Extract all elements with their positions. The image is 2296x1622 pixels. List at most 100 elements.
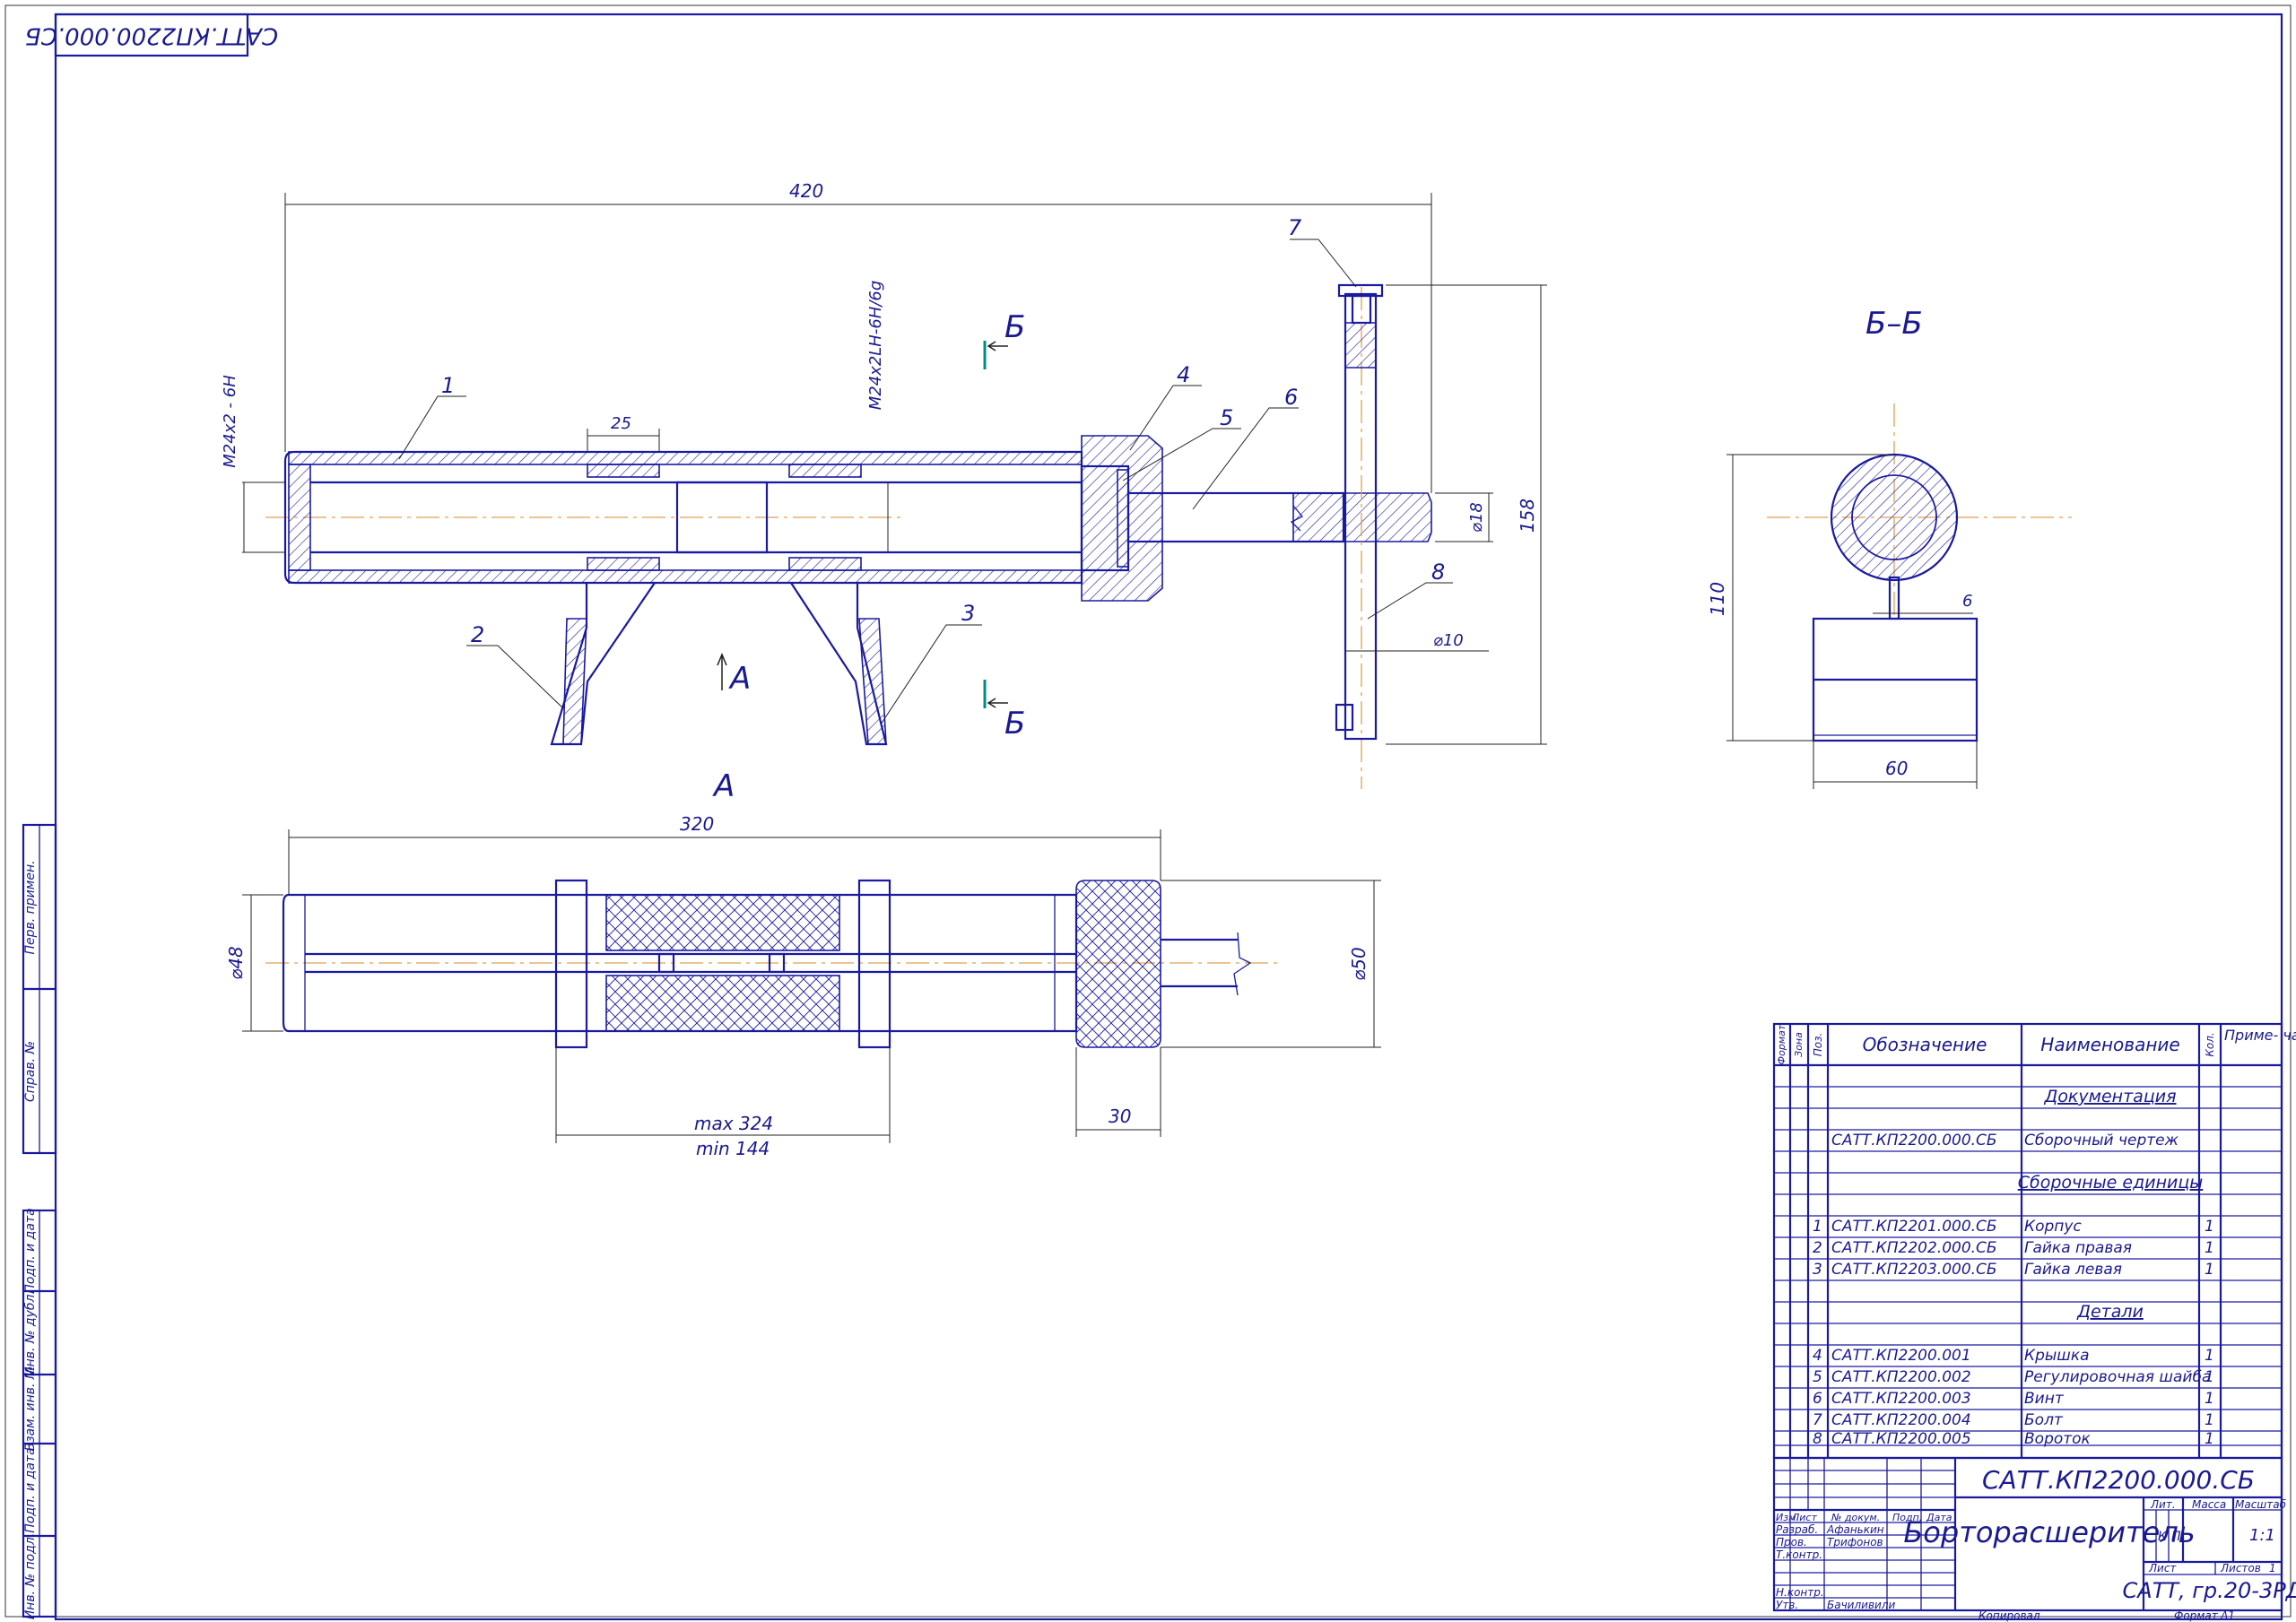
spec-row-qty: 1 [2205, 1261, 2214, 1279]
side-label-first-use: Перв. примен. [23, 860, 38, 954]
tb-scale-label: Масштаб [2235, 1498, 2287, 1511]
view-arrow-letter: А [728, 661, 751, 697]
top-stamp-code: САТТ.КП2200.000.СБ [25, 22, 278, 49]
spec-row-name: Гайка правая [2024, 1239, 2132, 1257]
tb-role-name: Афанькин [1826, 1523, 1884, 1536]
spec-section-assembly: Сборочные единицы [2018, 1173, 2204, 1193]
tb-lit-value-2: П [2171, 1530, 2181, 1544]
dim-diam-48: ⌀48 [225, 946, 247, 980]
side-label-ref-no: Справ. № [23, 1041, 38, 1102]
dim-diam-50: ⌀50 [1348, 947, 1370, 981]
balloon-8: 8 [1431, 559, 1445, 585]
dim-overall-length: 420 [789, 180, 823, 202]
balloon-4: 4 [1177, 362, 1190, 387]
tb-scale-value: 1:1 [2249, 1526, 2275, 1545]
spec-row-designation: САТТ.КП2200.005 [1831, 1430, 1971, 1448]
side-label-orig-inv: Инв. № подл. [23, 1533, 38, 1620]
title-product-name: Борторасшеритель [1903, 1515, 2195, 1549]
side-label-sign-date-1: Подп. и дата [23, 1208, 38, 1293]
spec-header-format: Формат [1776, 1024, 1787, 1064]
spec-table: Формат Зона Поз. Обозначение Наименовани… [1772, 1022, 2296, 1460]
tb-col-docnum: № докум. [1831, 1512, 1880, 1523]
dim-width-60: 60 [1885, 758, 1908, 779]
tb-sheets-value: 1 [2269, 1562, 2276, 1574]
balloon-3: 3 [961, 601, 975, 626]
side-label-repl-inv: Взам. инв. № [23, 1366, 38, 1451]
section-bb-view: Б–Б 110 60 6 [1707, 306, 2072, 789]
spec-row-qty: 1 [2205, 1239, 2214, 1257]
tb-col-date: Дата [1926, 1512, 1952, 1523]
title-block: САТТ.КП2200.000.СБ Борторасшеритель САТТ… [1772, 1456, 2296, 1622]
tb-col-sign: Подп. [1892, 1512, 1922, 1523]
balloon-6: 6 [1284, 385, 1298, 410]
spec-row-qty: 1 [2205, 1411, 2214, 1429]
balloon-7: 7 [1288, 215, 1302, 240]
balloon-2: 2 [471, 622, 484, 647]
spec-header-zone: Зона [1793, 1032, 1805, 1057]
sheet-frame [4, 4, 2292, 1621]
spec-section-documentation: Документация [2043, 1087, 2176, 1106]
spec-section-parts: Детали [2076, 1302, 2144, 1322]
dim-diam-18: ⌀18 [1467, 502, 1486, 533]
tb-format-label: Формат [2174, 1609, 2219, 1622]
balloon-5: 5 [1220, 405, 1233, 430]
dim-thread-left: M24x2 - 6H [221, 375, 239, 468]
tb-role-name: Трифонов [1827, 1536, 1883, 1548]
spec-row-name: Крышка [2024, 1347, 2090, 1365]
tb-sheet-label: Лист [2148, 1562, 2177, 1574]
spec-row-designation: САТТ.КП2200.002 [1831, 1368, 1971, 1386]
spec-row-qty: 1 [2205, 1368, 2214, 1386]
dim-width-25: 25 [611, 414, 631, 433]
spec-row-designation: САТТ.КП2201.000.СБ [1831, 1218, 1997, 1236]
spec-row-name: Винт [2024, 1390, 2065, 1408]
spec-row-qty: 1 [2205, 1430, 2214, 1448]
spec-row-pos: 5 [1813, 1368, 1822, 1386]
spec-row-qty: 1 [2205, 1390, 2214, 1408]
spec-row-qty: 1 [2205, 1218, 2214, 1236]
spec-row-pos: 8 [1813, 1430, 1822, 1448]
tb-role: Т.контр. [1776, 1548, 1822, 1561]
tb-format-value: A1 [2220, 1609, 2235, 1622]
tb-lit-label: Лит. [2150, 1498, 2176, 1511]
spec-header-designation: Обозначение [1863, 1034, 1987, 1055]
main-view: Б Б А 420 25 M24x2 - 6H M24x2LH-6H/6g 15… [221, 180, 1547, 789]
spec-row-name: Болт [2024, 1411, 2064, 1429]
title-designation: САТТ.КП2200.000.СБ [1982, 1465, 2255, 1495]
spec-header-qty: Кол. [2204, 1032, 2216, 1056]
spec-doc-name: Сборочный чертеж [2024, 1132, 2179, 1149]
spec-assembly-rows: 1 САТТ.КП2201.000.СБ Корпус 1 2 САТТ.КП2… [1813, 1218, 2214, 1279]
side-strip: Перв. примен. Справ. № Подп. и дата Инв.… [22, 823, 57, 1620]
balloon-1: 1 [441, 373, 455, 398]
spec-header-pos: Поз. [1812, 1033, 1824, 1057]
tb-col-list: Лист [1791, 1512, 1817, 1523]
spec-part-rows: 4 САТТ.КП2200.001 Крышка 1 5 САТТ.КП2200… [1813, 1347, 2214, 1448]
spec-row-designation: САТТ.КП2200.001 [1831, 1347, 1971, 1365]
spec-row-designation: САТТ.КП2202.000.СБ [1831, 1239, 1997, 1257]
tb-role: Н.контр. [1776, 1586, 1824, 1599]
spec-row-name: Вороток [2024, 1430, 2092, 1448]
dim-max-324: max 324 [694, 1113, 773, 1134]
tb-copied-label: Копировал [1979, 1609, 2040, 1622]
spec-row-pos: 3 [1813, 1261, 1822, 1279]
dim-diam-10: ⌀10 [1433, 631, 1464, 650]
spec-row-pos: 7 [1813, 1411, 1822, 1429]
tb-role: Пров. [1776, 1536, 1807, 1548]
tb-sheets-label: Листов [2220, 1562, 2261, 1574]
side-label-sign-date-2: Подп. и дата [23, 1447, 38, 1532]
spec-row-name: Гайка левая [2024, 1261, 2122, 1279]
tb-col-izm: Изм. [1776, 1512, 1799, 1523]
dim-min-144: min 144 [696, 1138, 770, 1159]
tb-lit-value-1: К [2158, 1530, 2168, 1544]
spec-row-pos: 4 [1813, 1347, 1822, 1365]
spec-row-name: Регулировочная шайба [2024, 1368, 2211, 1386]
dim-thread-center: M24x2LH-6H/6g [866, 281, 885, 411]
cut-letter-bottom: Б [1004, 706, 1025, 742]
spec-row-name: Корпус [2024, 1218, 2082, 1236]
tb-mass-label: Масса [2192, 1498, 2226, 1511]
side-label-dup-inv: Инв. № дубл. [23, 1290, 38, 1376]
spec-row-pos: 2 [1813, 1239, 1822, 1257]
spec-row-pos: 6 [1813, 1390, 1822, 1408]
dim-length-320: 320 [680, 813, 714, 835]
tb-role: Утв. [1776, 1599, 1798, 1611]
view-a: А 320 ⌀48 ⌀50 max 324 min 144 [225, 768, 1381, 1159]
